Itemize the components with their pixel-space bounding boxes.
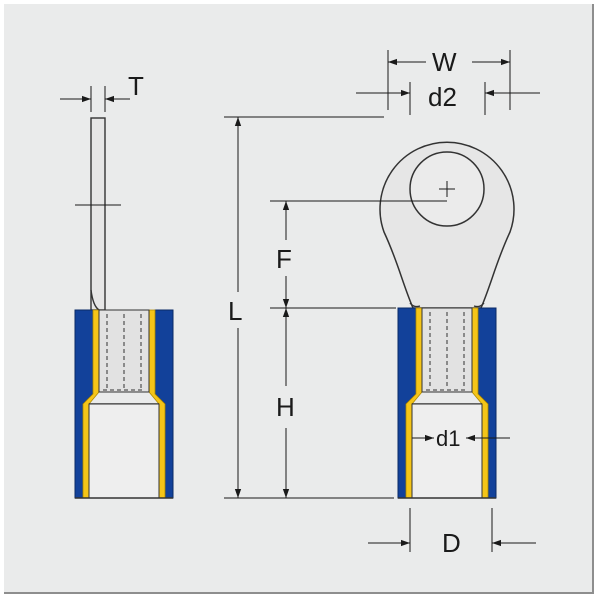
dimension-label-w: W: [432, 47, 457, 77]
dimension-label-l: L: [228, 296, 242, 326]
side-mouth: [88, 403, 160, 499]
side-view: T: [60, 71, 174, 499]
side-tongue: [90, 117, 106, 311]
dimension-label-d2: d2: [428, 82, 457, 112]
dimensions: W d2 L F H d1 D: [224, 47, 540, 558]
dimension-label-d: D: [442, 528, 461, 558]
front-mouth: [411, 403, 483, 499]
front-view: [379, 141, 515, 499]
dimension-label-h: H: [276, 392, 295, 422]
dimension-label-f: F: [276, 244, 292, 274]
dimension-label-t: T: [128, 71, 144, 101]
dimension-label-d1: d1: [436, 426, 460, 451]
